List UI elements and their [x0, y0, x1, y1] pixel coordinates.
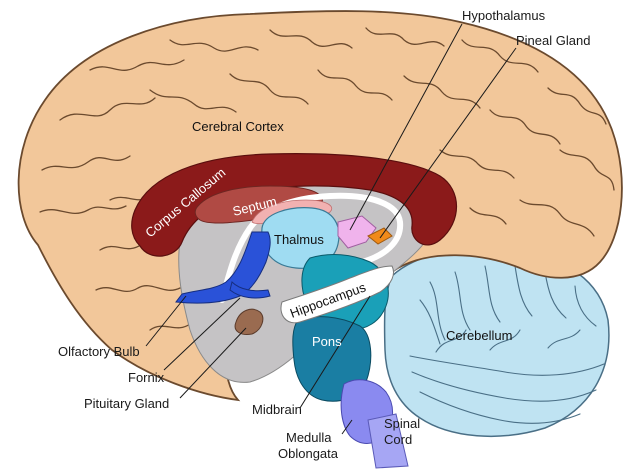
label-spinal-line2: Cord — [384, 432, 412, 447]
label-midbrain: Midbrain — [252, 402, 302, 417]
label-medulla-line1: Medulla — [286, 430, 332, 445]
label-pituitary-gland: Pituitary Gland — [84, 396, 169, 411]
label-fornix: Fornix — [128, 370, 165, 385]
label-cerebellum: Cerebellum — [446, 328, 512, 343]
label-pineal-gland: Pineal Gland — [516, 33, 590, 48]
label-hypothalamus: Hypothalamus — [462, 8, 546, 23]
label-cerebral-cortex: Cerebral Cortex — [192, 119, 284, 134]
label-thalmus: Thalmus — [274, 232, 324, 247]
label-olfactory-bulb: Olfactory Bulb — [58, 344, 140, 359]
label-spinal-line1: Spinal — [384, 416, 420, 431]
label-pons: Pons — [312, 334, 342, 349]
label-medulla-line2: Oblongata — [278, 446, 339, 461]
